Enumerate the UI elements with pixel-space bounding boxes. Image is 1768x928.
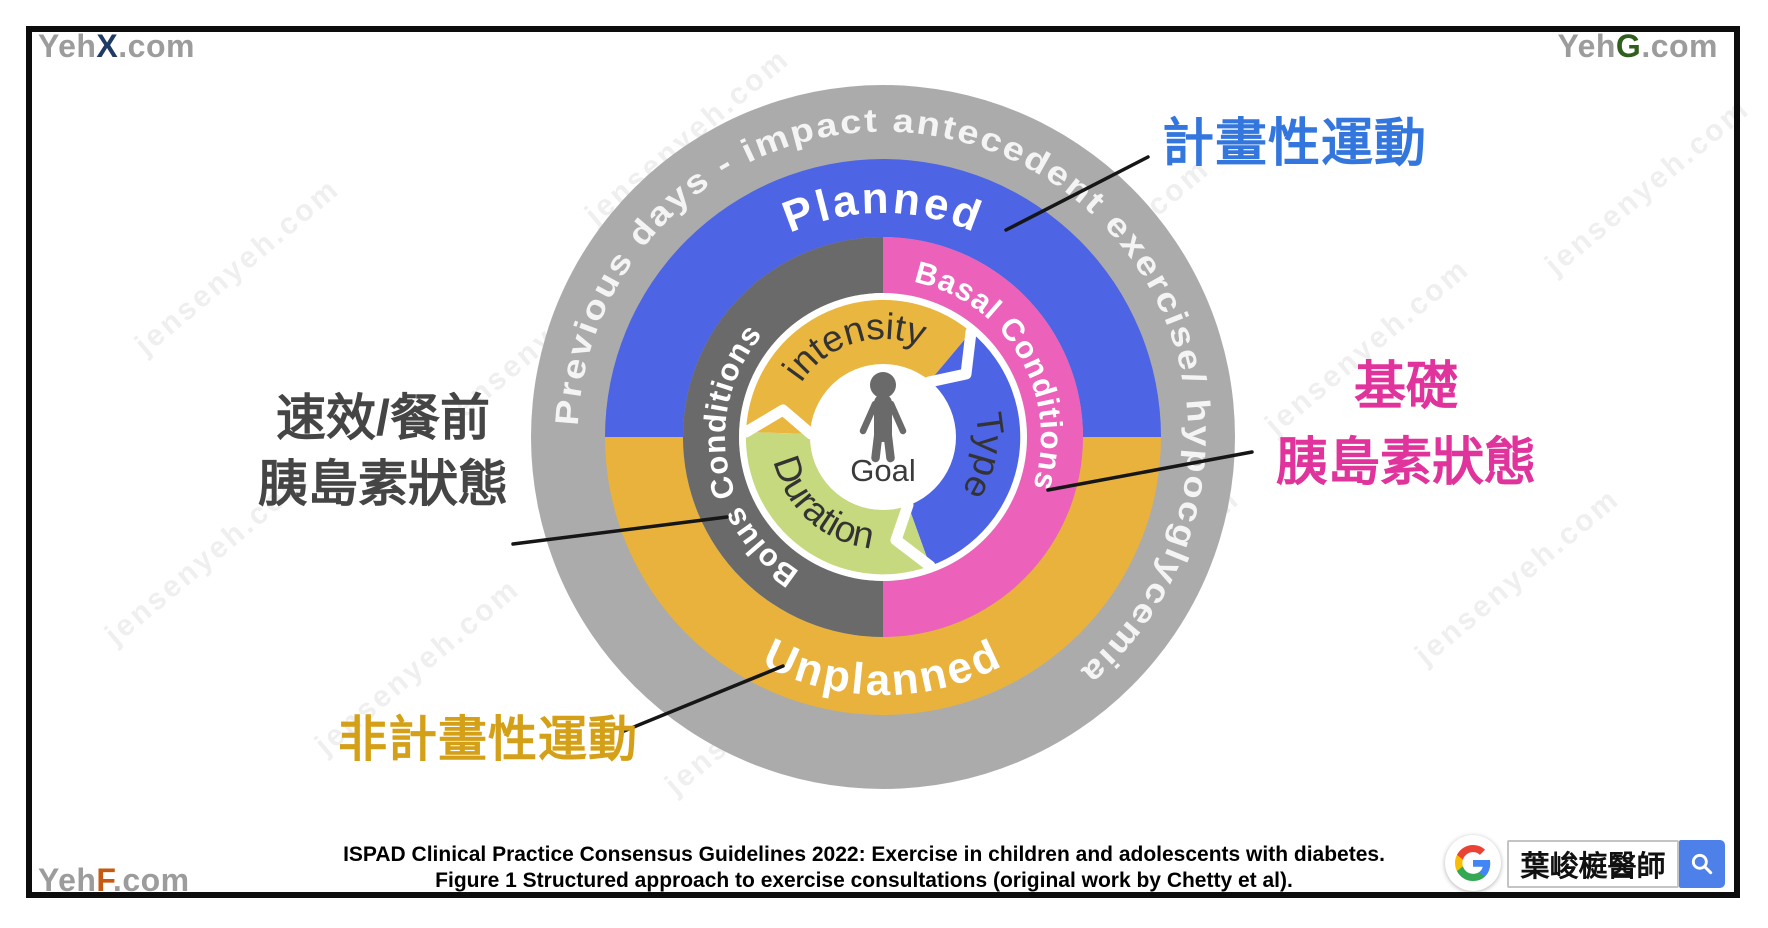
cycle-chevron <box>923 326 977 388</box>
brand-mark-top-left: YehX.com <box>38 28 195 65</box>
brand-mark-top-right: YehG.com <box>1558 28 1719 65</box>
brand-mark-bottom-left: YehF.com <box>38 862 190 899</box>
goal-label: Goal <box>850 453 915 488</box>
basal-annotation-line <box>1046 450 1254 492</box>
search-input[interactable]: 葉峻榳醫師 <box>1507 840 1679 888</box>
brand-letter: X <box>96 28 119 64</box>
search-button[interactable] <box>1679 840 1725 888</box>
unplanned-annotation-line <box>622 664 785 733</box>
intensity-segment <box>746 299 971 434</box>
annotation-basal-insulin: 基礎 胰島素狀態 <box>1260 349 1552 501</box>
basal-conditions-ring-segment <box>883 237 1083 637</box>
brand-prefix: Yeh <box>38 862 97 898</box>
brand-suffix: .com <box>118 28 195 64</box>
planned-annotation-line <box>1004 155 1150 232</box>
magnifier-icon <box>1691 853 1713 875</box>
planned-ring-segment <box>605 159 1161 437</box>
bolus-conditions-ring-segment <box>683 237 883 637</box>
annotation-basal-line2: 胰島素狀態 <box>1275 434 1536 492</box>
cycle-chevron <box>890 499 936 572</box>
google-search-widget: 葉峻榳醫師 <box>1443 833 1733 895</box>
caption-line2: Figure 1 Structured approach to exercise… <box>435 869 1293 892</box>
cycle-chevron <box>740 404 817 440</box>
duration-segment <box>745 432 930 575</box>
annotation-basal-line1: 基礎 <box>1353 358 1458 416</box>
brand-letter: G <box>1615 28 1642 64</box>
unplanned-ring-segment <box>605 437 1161 715</box>
brand-letter: F <box>96 862 113 898</box>
annotation-bolus-insulin: 速效/餐前 胰島素狀態 <box>235 385 531 517</box>
caption-line1: ISPAD Clinical Practice Consensus Guidel… <box>343 843 1385 866</box>
brand-suffix: .com <box>112 862 190 898</box>
annotation-bolus-line1: 速效/餐前 <box>276 390 490 446</box>
figure-caption: ISPAD Clinical Practice Consensus Guidel… <box>0 842 1728 894</box>
annotation-planned-exercise: 計畫性運動 <box>1162 115 1428 173</box>
brand-prefix: Yeh <box>1557 28 1616 64</box>
annotation-bolus-line2: 胰島素狀態 <box>258 456 508 512</box>
annotation-unplanned-exercise: 非計畫性運動 <box>338 713 639 767</box>
google-logo-badge <box>1445 835 1501 891</box>
person-icon <box>859 372 907 463</box>
brand-suffix: .com <box>1641 28 1718 64</box>
google-g-icon <box>1455 845 1491 881</box>
bolus-annotation-line <box>511 515 729 546</box>
type-segment <box>908 332 1021 566</box>
brand-prefix: Yeh <box>38 28 97 64</box>
